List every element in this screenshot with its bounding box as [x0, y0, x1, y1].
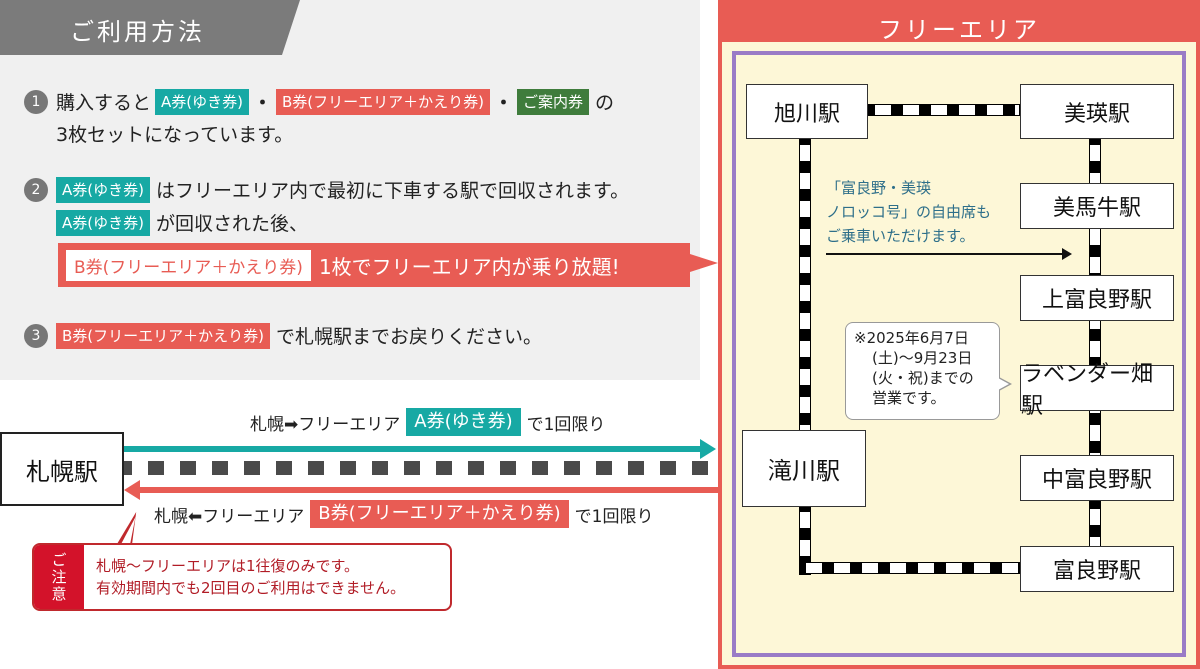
step-2-text-1: はフリーエリア内で最初に下車する駅で回収されます。: [155, 180, 630, 202]
caution-line-1: 札幌〜フリーエリアは1往復のみです。: [96, 557, 360, 575]
track-corner-furano: [799, 562, 1021, 574]
track-biei-furano: [1089, 138, 1101, 548]
step-3-line: 3 B券(フリーエリア＋かえり券) で札幌駅までお戻りください。: [24, 322, 542, 349]
step-1-number: 1: [24, 89, 48, 114]
step-1-line-1: 1 購入すると A券(ゆき券) ・ B券(フリーエリア＋かえり券) ・ ご案内券…: [24, 88, 614, 115]
station-kamifurano: 上富良野駅: [1020, 275, 1174, 321]
step-3-number: 3: [24, 323, 48, 348]
track-asahikawa-takikawa: [799, 138, 811, 432]
caution-label: ご注意: [34, 545, 84, 609]
outbound-prefix: 札幌➡フリーエリア: [250, 414, 401, 435]
track-takikawa-corner: [799, 505, 811, 575]
outbound-ticket-a-tag: A券(ゆき券): [406, 408, 521, 436]
station-lavender-farm: ラベンダー畑駅: [1020, 362, 1174, 419]
banner-ticket-b-tag: B券(フリーエリア＋かえり券): [66, 249, 311, 281]
step-3-text: で札幌駅までお戻りください。: [276, 326, 543, 348]
return-label: 札幌⬅フリーエリア B券(フリーエリア＋かえり券) で1回限り: [154, 500, 653, 528]
step-2-number: 2: [24, 177, 48, 202]
unlimited-ride-banner: B券(フリーエリア＋かえり券) 1枚でフリーエリア内が乗り放題!: [58, 243, 718, 287]
ticket-a-tag: A券(ゆき券): [155, 88, 249, 115]
ticket-b-tag: B券(フリーエリア＋かえり券): [56, 322, 270, 349]
sapporo-station: 札幌駅: [0, 432, 124, 506]
station-bibaushi: 美馬牛駅: [1020, 183, 1174, 229]
return-ticket-b-tag: B券(フリーエリア＋かえり券): [310, 500, 569, 528]
station-takikawa: 滝川駅: [742, 430, 866, 507]
free-area-title: フリーエリア: [878, 16, 1040, 44]
station-nakafurano: 中富良野駅: [1020, 455, 1174, 501]
return-arrow-icon: [124, 480, 718, 500]
station-asahikawa: 旭川駅: [746, 84, 868, 139]
step-1-suffix: の: [595, 92, 615, 114]
separator: ・: [252, 92, 272, 114]
norokko-arrow-icon: [826, 248, 1072, 260]
free-area-border: [732, 51, 1186, 657]
separator: ・: [494, 92, 514, 114]
norokko-line-2: ノロッコ号」の自由席も: [826, 203, 992, 221]
norokko-line-3: ご乗車いただけます。: [826, 227, 975, 245]
period-line-4: 営業です。: [872, 389, 946, 407]
ticket-a-tag: A券(ゆき券): [56, 176, 150, 203]
track-asahikawa-biei: [868, 104, 1020, 116]
outbound-label: 札幌➡フリーエリア A券(ゆき券) で1回限り: [250, 408, 605, 436]
step-1-prefix: 購入すると: [56, 92, 152, 114]
step-2-line-1: 2 A券(ゆき券) はフリーエリア内で最初に下車する駅で回収されます。: [24, 176, 629, 203]
ticket-b-tag: B券(フリーエリア＋かえり券): [276, 88, 490, 115]
norokko-note: 「富良野・美瑛 ノロッコ号」の自由席も ご乗車いただけます。: [826, 176, 991, 248]
station-biei: 美瑛駅: [1020, 84, 1174, 139]
period-line-2: (土)〜9月23日: [872, 349, 973, 367]
outbound-suffix: で1回限り: [526, 414, 606, 435]
lavender-period-bubble: ※2025年6月7日 (土)〜9月23日 (火・祝)までの 営業です。: [845, 322, 1012, 420]
return-suffix: で1回限り: [574, 506, 654, 527]
usage-title-bar: [0, 0, 300, 55]
caution-text: 札幌〜フリーエリアは1往復のみです。 有効期間内でも2回目のご利用はできません。: [96, 555, 405, 599]
banner-text: 1枚でフリーエリア内が乗り放題!: [318, 254, 620, 279]
caution-box: ご注意 札幌〜フリーエリアは1往復のみです。 有効期間内でも2回目のご利用はでき…: [32, 543, 452, 611]
guide-ticket-tag: ご案内券: [517, 88, 590, 115]
step-2-line-2: A券(ゆき券) が回収された後、: [56, 209, 308, 236]
period-line-1: ※2025年6月7日: [854, 329, 969, 347]
return-prefix: 札幌⬅フリーエリア: [154, 506, 305, 527]
norokko-line-1: 「富良野・美瑛: [826, 179, 932, 197]
period-line-3: (火・祝)までの: [872, 369, 974, 387]
station-furano: 富良野駅: [1020, 546, 1174, 592]
step-2-text-2: が回収された後、: [155, 213, 308, 235]
sapporo-takikawa-track: [124, 461, 744, 475]
usage-panel: ご利用方法 1 購入すると A券(ゆき券) ・ B券(フリーエリア＋かえり券) …: [0, 0, 718, 380]
usage-title: ご利用方法: [70, 18, 205, 46]
caution-line-2: 有効期間内でも2回目のご利用はできません。: [96, 579, 406, 597]
ticket-a-tag: A券(ゆき券): [56, 209, 150, 236]
outbound-arrow-icon: [124, 439, 716, 459]
step-1-line-2: 3枚セットになっています。: [56, 124, 294, 146]
